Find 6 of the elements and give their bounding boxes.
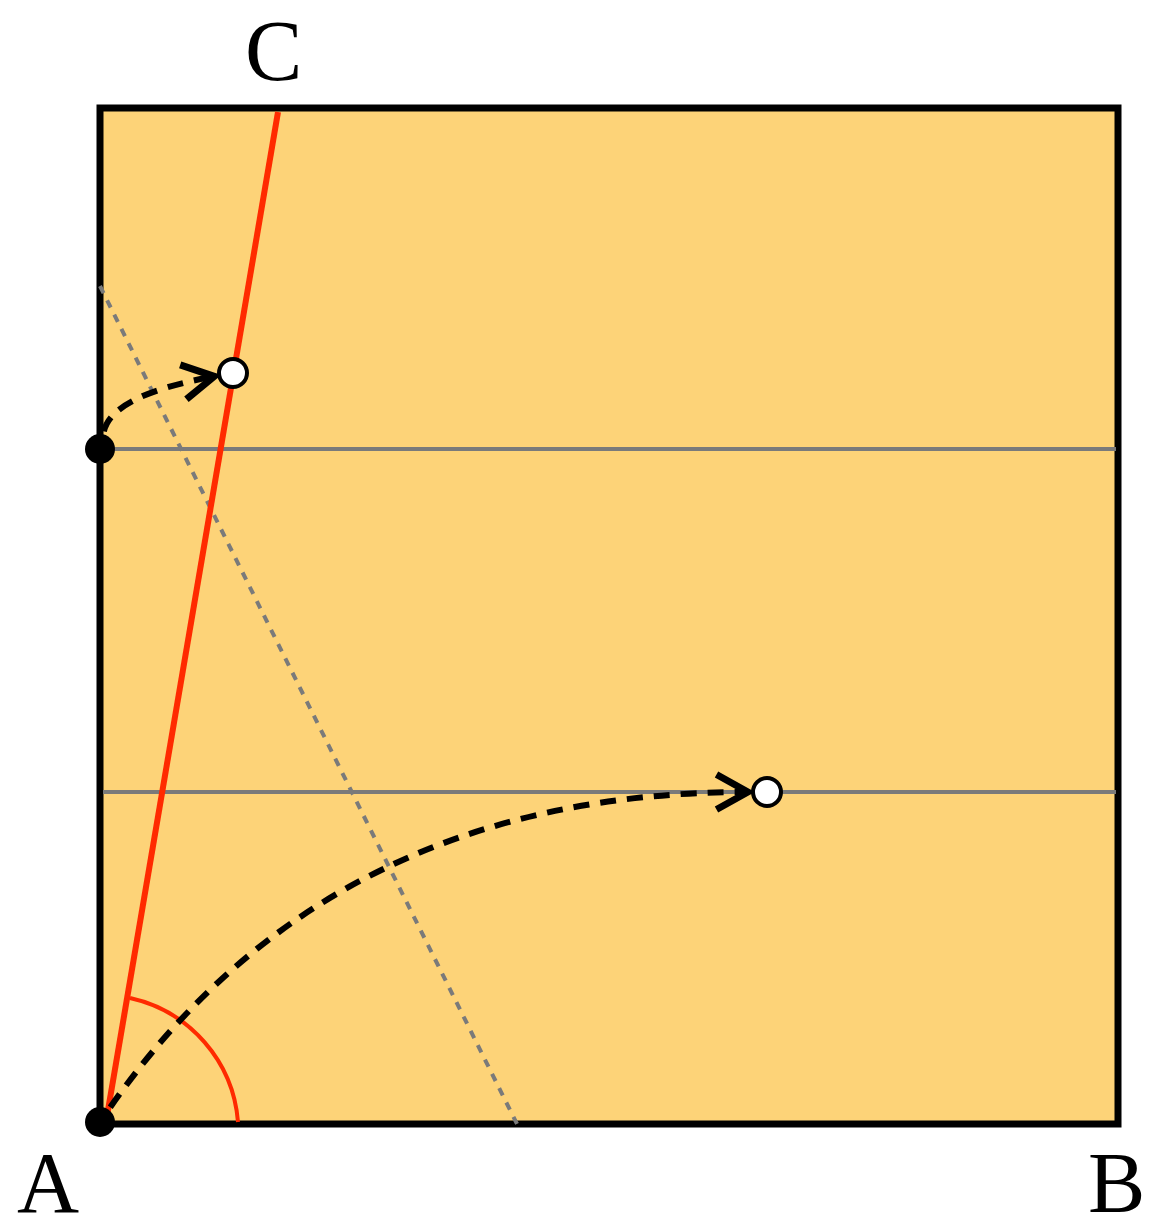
point-label: C [245,8,303,94]
point-dot [85,1107,115,1137]
point-label: B [1088,1140,1146,1222]
dashed-arrow [107,772,752,1110]
point-label: A [17,1140,80,1222]
dashed-arrow [101,361,218,433]
